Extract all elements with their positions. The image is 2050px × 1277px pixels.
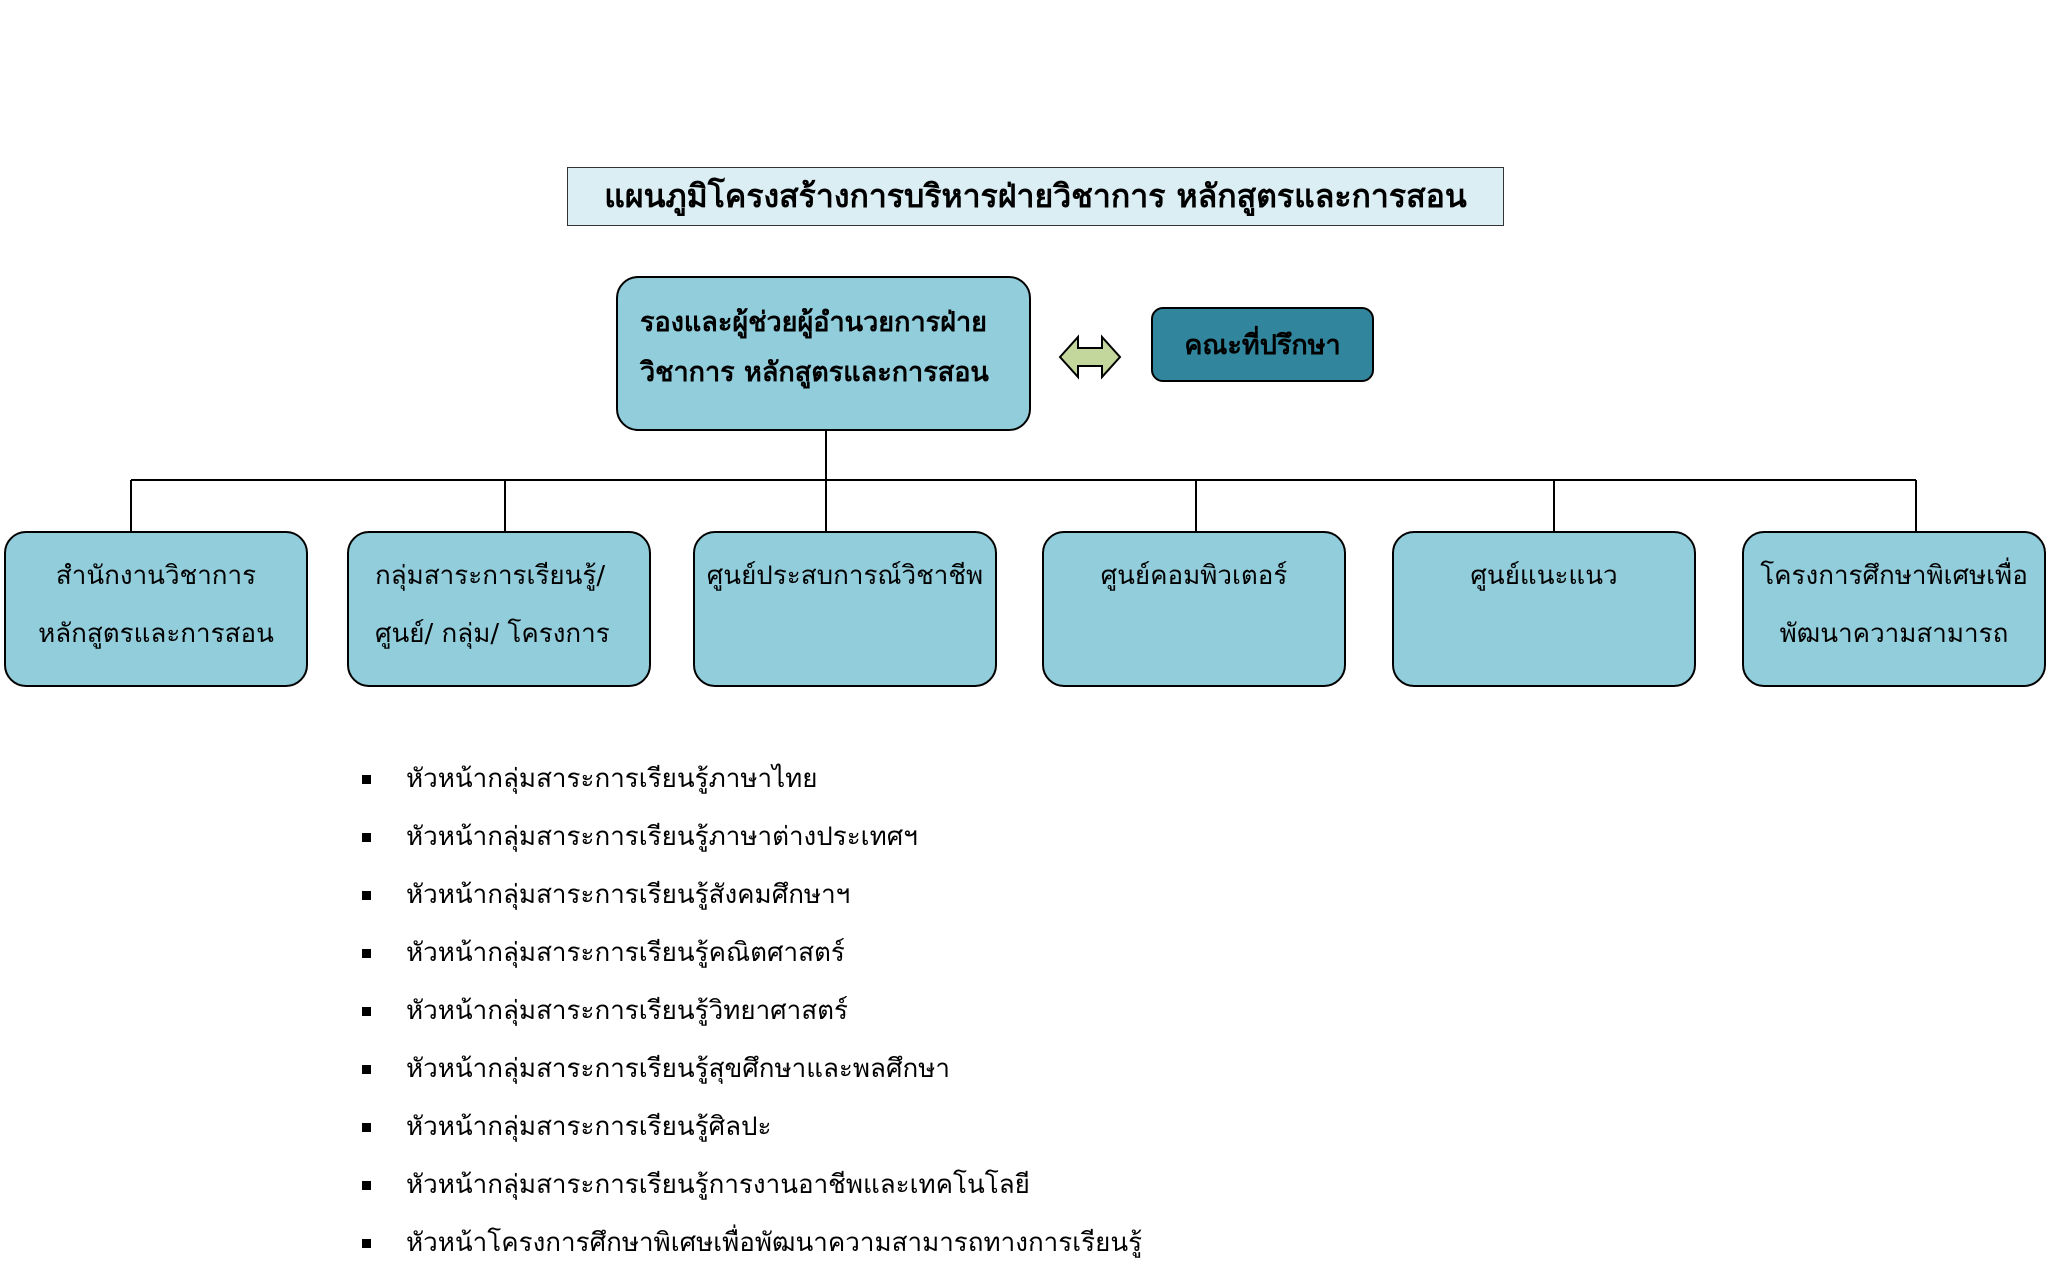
chart-title: แผนภูมิโครงสร้างการบริหารฝ่ายวิชาการ หลั… [567,167,1504,226]
unit-line-1: ศูนย์คอมพิวเตอร์ [1100,561,1288,591]
head-box: รองและผู้ช่วยผู้อำนวยการฝ่าย วิชาการ หลั… [616,276,1031,431]
department-head-list: หัวหน้ากลุ่มสาระการเรียนรู้ภาษาไทย หัวหน… [360,750,1142,1272]
unit-line-2: พัฒนาความสามารถ [1779,619,2009,649]
head-line-2: วิชาการ หลักสูตรและการสอน [640,357,989,388]
list-item: หัวหน้ากลุ่มสาระการเรียนรู้สังคมศึกษาฯ [360,866,1142,924]
unit-line-1: สำนักงานวิชาการ [55,561,257,591]
unit-line-2: หลักสูตรและการสอน [38,619,274,649]
list-item: หัวหน้ากลุ่มสาระการเรียนรู้สุขศึกษาและพล… [360,1040,1142,1098]
unit-special-program: โครงการศึกษาพิเศษเพื่อ พัฒนาความสามารถ [1742,531,2046,687]
unit-line-1: ศูนย์ประสบการณ์วิชาชีพ [706,561,984,591]
unit-learning-groups: กลุ่มสาระการเรียนรู้/ ศูนย์/ กลุ่ม/ โครง… [347,531,651,687]
unit-line-1: กลุ่มสาระการเรียนรู้/ [375,561,606,591]
list-item: หัวหน้ากลุ่มสาระการเรียนรู้ภาษาต่างประเท… [360,808,1142,866]
unit-professional-experience: ศูนย์ประสบการณ์วิชาชีพ [693,531,997,687]
double-arrow-icon [1058,334,1122,380]
list-item: หัวหน้าโครงการศึกษาพิเศษเพื่อพัฒนาความสา… [360,1214,1142,1272]
unit-guidance-center: ศูนย์แนะแนว [1392,531,1696,687]
unit-line-1: ศูนย์แนะแนว [1470,561,1618,591]
head-line-1: รองและผู้ช่วยผู้อำนวยการฝ่าย [640,307,987,338]
unit-line-2: ศูนย์/ กลุ่ม/ โครงการ [375,619,610,649]
unit-line-1: โครงการศึกษาพิเศษเพื่อ [1760,561,2028,591]
list-item: หัวหน้ากลุ่มสาระการเรียนรู้ภาษาไทย [360,750,1142,808]
list-item: หัวหน้ากลุ่มสาระการเรียนรู้ศิลปะ [360,1098,1142,1156]
unit-computer-center: ศูนย์คอมพิวเตอร์ [1042,531,1346,687]
advisor-box: คณะที่ปรึกษา [1151,307,1374,382]
list-item: หัวหน้ากลุ่มสาระการเรียนรู้การงานอาชีพแล… [360,1156,1142,1214]
list-item: หัวหน้ากลุ่มสาระการเรียนรู้วิทยาศาสตร์ [360,982,1142,1040]
list-item: หัวหน้ากลุ่มสาระการเรียนรู้คณิตศาสตร์ [360,924,1142,982]
unit-academic-office: สำนักงานวิชาการ หลักสูตรและการสอน [4,531,308,687]
